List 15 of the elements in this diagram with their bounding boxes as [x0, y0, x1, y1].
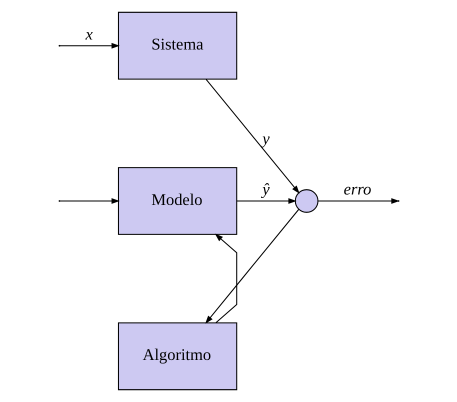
node-circle — [294, 189, 318, 213]
edge-label: x — [85, 24, 92, 44]
arrow — [59, 42, 120, 49]
arrow — [59, 198, 120, 204]
node-box: Sistema — [117, 12, 237, 80]
node-box: Modelo — [117, 167, 237, 235]
edge-label: erro — [343, 180, 371, 199]
arrow — [204, 209, 299, 324]
arrow — [214, 234, 237, 323]
node-box: Algoritmo — [117, 322, 237, 390]
arrow — [236, 198, 296, 204]
arrow — [318, 198, 400, 204]
edge-label: y — [262, 129, 270, 148]
edge-label: ŷ — [262, 180, 270, 199]
arrow — [205, 79, 300, 194]
